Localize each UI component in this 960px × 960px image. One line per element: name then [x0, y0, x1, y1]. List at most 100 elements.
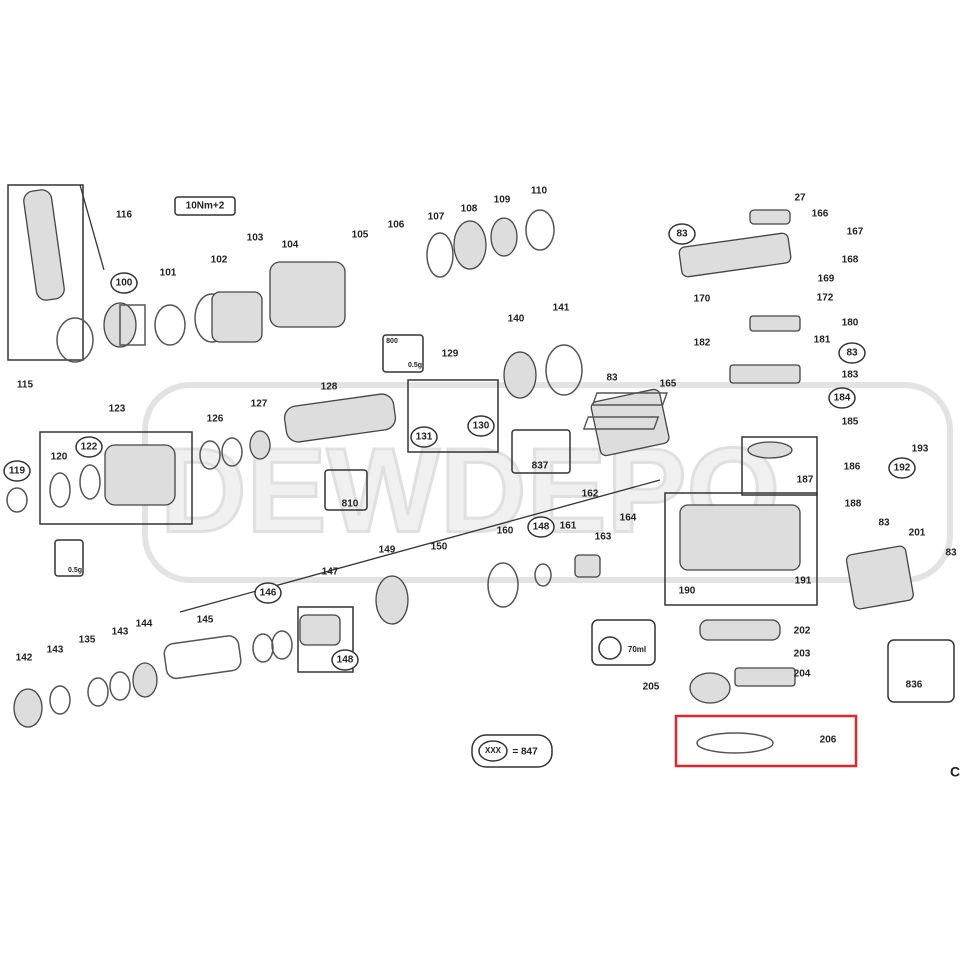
part-label-185[interactable]: 185 [842, 417, 859, 428]
part-label-170[interactable]: 170 [694, 294, 711, 305]
part-label-191[interactable]: 191 [795, 576, 812, 587]
torque-note: 10Nm+2 [186, 201, 225, 212]
part-label-109[interactable]: 109 [494, 195, 511, 206]
part-label-143[interactable]: 143 [47, 645, 64, 656]
part-label-204[interactable]: 204 [794, 669, 811, 680]
part-label-83[interactable]: 83 [846, 348, 858, 359]
part-label-169[interactable]: 169 [818, 274, 835, 285]
part-label-106[interactable]: 106 [388, 220, 405, 231]
part-label-180[interactable]: 180 [842, 318, 859, 329]
part-label-119[interactable]: 119 [9, 466, 26, 477]
annotations: 10Nm+2 800 0.5g 0.5g 70ml XXX = 847 C [68, 201, 960, 780]
part-label-150[interactable]: 150 [431, 542, 448, 553]
part-label-184[interactable]: 184 [834, 393, 851, 404]
part-label-110[interactable]: 110 [531, 186, 548, 197]
part-label-107[interactable]: 107 [428, 212, 445, 223]
part-label-148[interactable]: 148 [533, 522, 550, 533]
label-circle [838, 342, 866, 364]
part-label-162[interactable]: 162 [582, 489, 599, 500]
edge-char: C [950, 764, 960, 780]
part-label-188[interactable]: 188 [845, 499, 862, 510]
part-label-130[interactable]: 130 [473, 421, 490, 432]
part-label-172[interactable]: 172 [817, 293, 834, 304]
part-label-144[interactable]: 144 [136, 619, 153, 630]
part-label-186[interactable]: 186 [844, 462, 861, 473]
part-label-101[interactable]: 101 [160, 268, 177, 279]
part-label-163[interactable]: 163 [595, 532, 612, 543]
part-label-103[interactable]: 103 [247, 233, 264, 244]
part-label-27[interactable]: 27 [794, 193, 806, 204]
part-label-149[interactable]: 149 [379, 545, 396, 556]
label-circle [254, 582, 282, 604]
part-label-147[interactable]: 147 [322, 567, 339, 578]
part-label-182[interactable]: 182 [694, 338, 711, 349]
part-label-206[interactable]: 206 [820, 735, 837, 746]
part-label-120[interactable]: 120 [51, 452, 68, 463]
part-label-166[interactable]: 166 [812, 209, 829, 220]
part-label-203[interactable]: 203 [794, 649, 811, 660]
part-label-129[interactable]: 129 [442, 349, 459, 360]
grease-amount-1: 0.5g [408, 362, 422, 369]
label-circle [110, 272, 138, 294]
part-label-108[interactable]: 108 [461, 204, 478, 215]
part-label-102[interactable]: 102 [211, 255, 228, 266]
part-label-165[interactable]: 165 [660, 379, 677, 390]
part-label-161[interactable]: 161 [560, 521, 577, 532]
oil-amount: 70ml [628, 645, 646, 654]
part-label-187[interactable]: 187 [797, 475, 814, 486]
part-label-192[interactable]: 192 [894, 463, 911, 474]
part-label-83[interactable]: 83 [945, 548, 957, 559]
part-label-131[interactable]: 131 [416, 432, 433, 443]
label-circle [828, 387, 856, 409]
part-label-104[interactable]: 104 [282, 240, 299, 251]
part-label-167[interactable]: 167 [847, 227, 864, 238]
grease-note-800: 800 [386, 338, 398, 345]
part-label-128[interactable]: 128 [321, 382, 338, 393]
part-label-141[interactable]: 141 [553, 303, 570, 314]
part-label-105[interactable]: 105 [352, 230, 369, 241]
legend-symbol: XXX [485, 746, 502, 755]
part-label-148[interactable]: 148 [337, 655, 354, 666]
part-label-190[interactable]: 190 [679, 586, 696, 597]
part-label-83[interactable]: 83 [878, 518, 890, 529]
part-label-83[interactable]: 83 [606, 373, 618, 384]
part-label-135[interactable]: 135 [79, 635, 96, 646]
part-label-123[interactable]: 123 [109, 404, 126, 415]
part-label-193[interactable]: 193 [912, 444, 929, 455]
part-label-83[interactable]: 83 [676, 229, 688, 240]
part-label-142[interactable]: 142 [16, 653, 33, 664]
label-circle [331, 649, 359, 671]
part-label-100[interactable]: 100 [116, 278, 133, 289]
part-label-810[interactable]: 810 [342, 499, 359, 510]
watermark: DEWDEPO [142, 382, 953, 583]
part-label-146[interactable]: 146 [260, 588, 277, 599]
part-shapes [6, 184, 955, 768]
part-label-115[interactable]: 115 [17, 380, 34, 391]
part-label-181[interactable]: 181 [814, 335, 831, 346]
part-label-164[interactable]: 164 [620, 513, 637, 524]
label-circle [3, 460, 31, 482]
part-label-836[interactable]: 836 [906, 680, 923, 691]
part-label-168[interactable]: 168 [842, 255, 859, 266]
grease-amount-2: 0.5g [68, 567, 82, 574]
part-label-126[interactable]: 126 [207, 414, 224, 425]
part-label-143[interactable]: 143 [112, 627, 129, 638]
part-label-183[interactable]: 183 [842, 370, 859, 381]
part-label-140[interactable]: 140 [508, 314, 525, 325]
legend-text: = 847 [512, 747, 538, 758]
part-label-160[interactable]: 160 [497, 526, 514, 537]
part-label-837[interactable]: 837 [532, 461, 549, 472]
label-circle [668, 223, 696, 245]
part-labels: 116 103 104 105 106 107 108 109 110 100 101 102 115 1… [3, 186, 957, 746]
highlight-box [674, 714, 858, 768]
part-label-205[interactable]: 205 [643, 682, 660, 693]
part-label-122[interactable]: 122 [81, 442, 98, 453]
label-circle [888, 457, 916, 479]
part-label-127[interactable]: 127 [251, 399, 268, 410]
part-label-201[interactable]: 201 [909, 528, 926, 539]
part-label-116[interactable]: 116 [116, 210, 133, 221]
label-circle [75, 436, 103, 458]
part-label-145[interactable]: 145 [197, 615, 214, 626]
part-label-202[interactable]: 202 [794, 626, 811, 637]
